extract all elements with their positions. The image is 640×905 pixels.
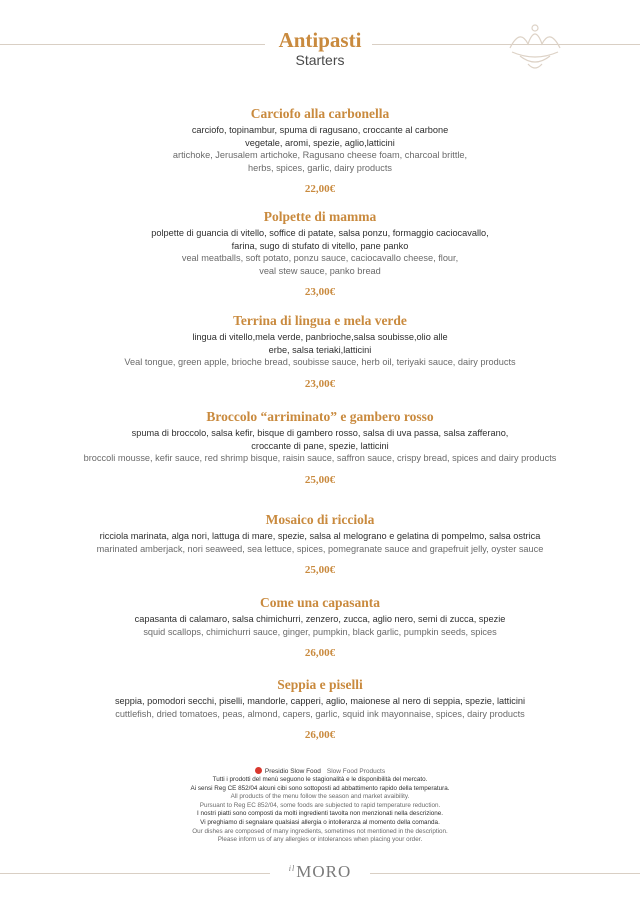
footer-note: Ai sensi Reg CE 852/04 alcuni cibi sono … bbox=[190, 784, 450, 792]
logo-rule-right bbox=[370, 873, 640, 874]
dish-price: 25,00€ bbox=[304, 473, 336, 486]
footer-note: I nostri piatti sono composti da molti i… bbox=[196, 810, 444, 818]
dish-name: Mosaico di ricciola bbox=[265, 512, 375, 527]
dish-price: 26,00€ bbox=[304, 647, 336, 659]
dish-terrina: Terrina di lingua e mela verde lingua di… bbox=[0, 313, 640, 390]
dish-description-en: Veal tongue, green apple, brioche bread,… bbox=[124, 357, 516, 367]
footer-note: Pursuant to Reg EC 852/04, some foods ar… bbox=[199, 801, 441, 809]
dish-name: Seppia e piselli bbox=[277, 677, 363, 692]
dish-price: 22,00€ bbox=[304, 183, 336, 195]
header-rule-right bbox=[372, 44, 640, 45]
dish-price: 23,00€ bbox=[304, 286, 336, 298]
page-header: Antipasti Starters bbox=[0, 28, 640, 68]
dish-mosaico: Mosaico di ricciola ricciola marinata, a… bbox=[0, 512, 640, 576]
restaurant-logo-band: ilMORO bbox=[0, 862, 640, 886]
dish-seppia: Seppia e piselli seppia, pomodori secchi… bbox=[0, 677, 640, 741]
dish-description-it: capasanta di calamaro, salsa chimichurri… bbox=[134, 614, 506, 624]
dish-name: Broccolo “arriminato” e gambero rosso bbox=[206, 409, 434, 424]
crown-ornament-icon bbox=[509, 24, 561, 69]
page-subtitle: Starters bbox=[295, 52, 345, 68]
dish-carciofo: Carciofo alla carbonella carciofo, topin… bbox=[0, 106, 640, 195]
footer-note: Our dishes are composed of many ingredie… bbox=[192, 827, 448, 835]
slow-food-label: Presidio Slow Food bbox=[264, 768, 321, 775]
dish-price: 23,00€ bbox=[304, 377, 336, 390]
dish-capasanta: Come una capasanta capasanta di calamaro… bbox=[0, 595, 640, 659]
dish-name: Come una capasanta bbox=[259, 595, 380, 610]
dish-description-en: artichoke, Jerusalem artichoke, Ragusano… bbox=[172, 150, 468, 173]
dish-description-it: carciofo, topinambur, spuma di ragusano,… bbox=[191, 125, 449, 148]
footer-note: Please inform us of any allergies or int… bbox=[217, 836, 423, 844]
snail-icon bbox=[254, 767, 262, 774]
slow-food-sub-label: Slow Food Products bbox=[326, 768, 386, 775]
dish-description-en: cuttlefish, dried tomatoes, peas, almond… bbox=[115, 708, 525, 719]
dish-description-en: veal meatballs, soft potato, ponzu sauce… bbox=[181, 253, 459, 276]
dish-description-it: ricciola marinata, alga nori, lattuga di… bbox=[99, 531, 541, 541]
dish-name: Carciofo alla carbonella bbox=[250, 106, 390, 121]
header-rule-left bbox=[0, 44, 265, 45]
dish-description-it: lingua di vitello,mela verde, panbrioche… bbox=[192, 332, 448, 355]
dish-broccolo: Broccolo “arriminato” e gambero rosso sp… bbox=[0, 409, 640, 486]
dish-description-en: marinated amberjack, nori seaweed, sea l… bbox=[96, 543, 544, 554]
footer-note: Tutti i prodotti del menù seguono le sta… bbox=[212, 776, 428, 783]
logo-text: MORO bbox=[296, 862, 352, 881]
dish-name: Polpette di mamma bbox=[263, 209, 377, 224]
dish-description-it: seppia, pomodori secchi, piselli, mandor… bbox=[114, 696, 526, 706]
slow-food-legend: Presidio Slow Food Slow Food Products bbox=[0, 767, 640, 776]
footer-note: Vi preghiamo di segnalare qualsiasi alle… bbox=[200, 818, 440, 826]
menu-footer: Presidio Slow Food Slow Food Products Tut… bbox=[0, 767, 640, 845]
logo-rule-left bbox=[0, 873, 270, 874]
logo-prefix: il bbox=[288, 864, 296, 873]
dish-description-it: polpette di guancia di vitello, soffice … bbox=[151, 228, 489, 251]
dish-description-it: spuma di broccolo, salsa kefir, bisque d… bbox=[131, 428, 509, 451]
dish-description-en: squid scallops, chimichurri sauce, ginge… bbox=[143, 626, 497, 637]
dish-polpette: Polpette di mamma polpette di guancia di… bbox=[0, 209, 640, 298]
dish-description-en: broccoli mousse, kefir sauce, red shrimp… bbox=[83, 453, 557, 463]
dish-price: 25,00€ bbox=[304, 564, 336, 576]
page-title: Antipasti bbox=[278, 28, 362, 52]
footer-note: All products of the menu follow the seas… bbox=[230, 793, 410, 801]
restaurant-logo: ilMORO bbox=[270, 862, 370, 882]
dish-price: 26,00€ bbox=[304, 729, 336, 741]
dish-name: Terrina di lingua e mela verde bbox=[233, 313, 407, 328]
